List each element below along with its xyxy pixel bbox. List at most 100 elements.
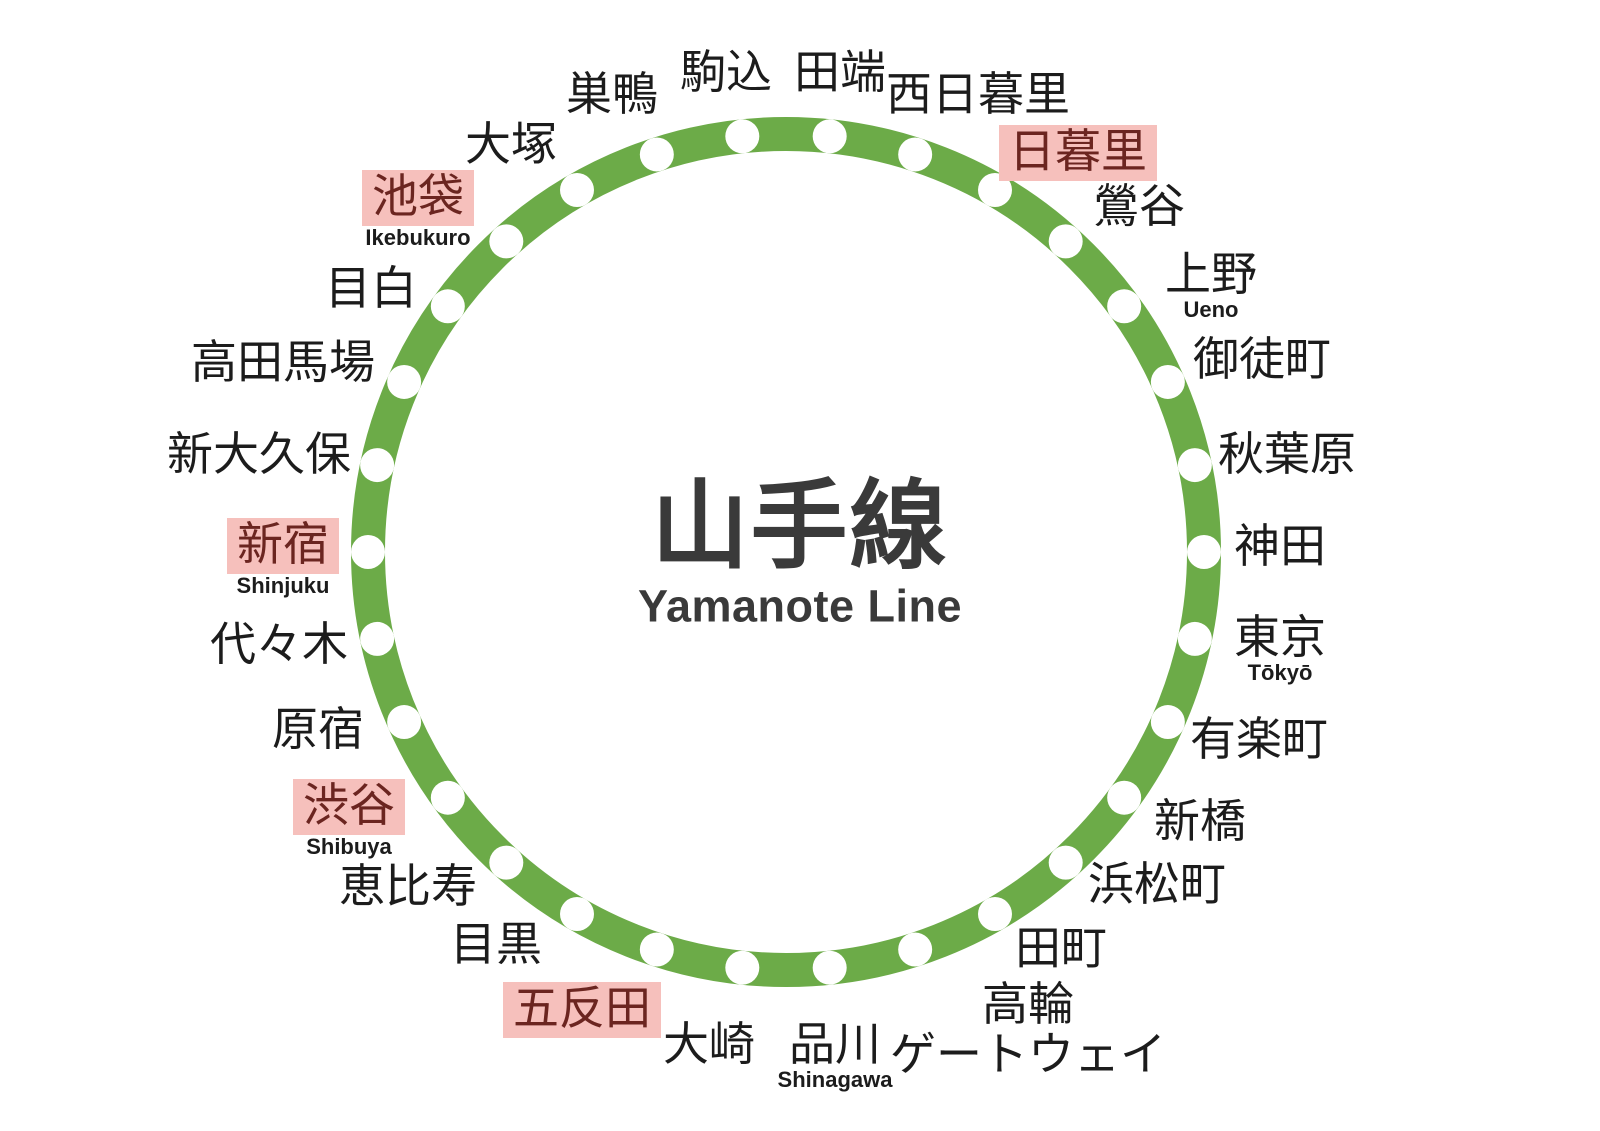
station-dot[interactable] (1150, 364, 1185, 399)
station-name-japanese: 目黒 (450, 918, 542, 970)
station-dot[interactable] (489, 845, 524, 880)
station-dot[interactable] (351, 535, 385, 569)
station-name-japanese: 新宿 (227, 518, 339, 574)
station-dot[interactable] (639, 137, 674, 172)
station-dot[interactable] (560, 173, 594, 207)
station-label[interactable]: 目白 (325, 262, 417, 314)
station-name-japanese: 新大久保 (167, 428, 351, 480)
station-dot[interactable] (430, 289, 465, 324)
station-label[interactable]: 恵比寿 (339, 860, 477, 912)
station-label[interactable]: 御徒町 (1193, 333, 1331, 385)
station-dot[interactable] (725, 119, 760, 154)
station-dot[interactable] (387, 364, 422, 399)
station-name-japanese: 田町 (1015, 922, 1107, 974)
station-label[interactable]: 巣鴨 (566, 68, 658, 120)
station-name-japanese: 日暮里 (999, 125, 1157, 181)
station-label[interactable]: 新橋 (1154, 795, 1246, 847)
station-dot[interactable] (1150, 705, 1185, 740)
station-name-romaji: Tōkyō (1247, 659, 1313, 685)
station-label[interactable]: 大塚 (465, 118, 557, 170)
station-name-japanese: 巣鴨 (566, 68, 658, 120)
station-label[interactable]: 原宿 (272, 704, 364, 755)
station-name-romaji: Shinagawa (777, 1066, 893, 1092)
station-name-japanese: 目白 (325, 262, 417, 314)
station-label[interactable]: 大崎 (663, 1018, 755, 1070)
station-name-japanese: 新橋 (1154, 795, 1246, 847)
station-name-japanese: 恵比寿 (339, 860, 477, 912)
station-label[interactable]: 高輪ゲートウェイ (890, 978, 1166, 1080)
station-name-japanese: 五反田 (503, 982, 661, 1038)
station-name-japanese: 秋葉原 (1218, 428, 1356, 480)
station-name-romaji: Ikebukuro (365, 224, 471, 250)
station-name-japanese: 神田 (1234, 520, 1326, 572)
station-name-romaji: Shinjuku (236, 572, 330, 598)
station-name-japanese: 東京 (1234, 611, 1326, 663)
station-dot[interactable] (1107, 780, 1142, 815)
station-dot[interactable] (898, 932, 933, 967)
station-label[interactable]: 有楽町 (1190, 713, 1328, 765)
station-label[interactable]: 田端 (794, 46, 886, 98)
station-dot[interactable] (1177, 448, 1212, 483)
station-dot[interactable] (1107, 289, 1142, 324)
station-dot[interactable] (489, 224, 524, 259)
station-name-japanese: 御徒町 (1193, 333, 1331, 385)
station-dot[interactable] (360, 448, 395, 483)
station-dot[interactable] (812, 950, 847, 985)
station-name-romaji: Ueno (1183, 296, 1239, 322)
station-name-japanese: 高田馬場 (191, 336, 375, 388)
station-dot[interactable] (978, 173, 1012, 207)
station-name-japanese: 西日暮里 (886, 68, 1070, 120)
station-label[interactable]: 日暮里 (999, 125, 1157, 181)
station-label[interactable]: 鶯谷 (1093, 180, 1185, 232)
station-name-japanese: 有楽町 (1190, 713, 1328, 765)
station-dots-group (351, 119, 1221, 985)
station-dot[interactable] (1177, 621, 1212, 656)
station-dot[interactable] (560, 897, 594, 931)
station-dot[interactable] (725, 950, 760, 985)
station-label[interactable]: 田町 (1015, 922, 1107, 974)
station-label[interactable]: 神田 (1234, 520, 1326, 572)
station-name-japanese: 大崎 (663, 1018, 755, 1070)
station-name-japanese-line2: ゲートウェイ (890, 1027, 1166, 1080)
station-label[interactable]: 新大久保 (167, 428, 351, 480)
station-dot[interactable] (1048, 224, 1083, 259)
station-name-japanese: 田端 (794, 46, 886, 98)
station-name-japanese: 品川 (788, 1018, 881, 1070)
station-name-japanese: 代々木 (210, 618, 348, 670)
station-label[interactable]: 浜松町 (1088, 858, 1226, 910)
station-dot[interactable] (978, 897, 1012, 931)
station-label[interactable]: 目黒 (450, 918, 542, 970)
station-label[interactable]: 西日暮里 (886, 68, 1070, 120)
station-name-japanese: 大塚 (465, 118, 557, 170)
station-name-japanese: 駒込 (680, 46, 772, 98)
station-dot[interactable] (360, 621, 395, 656)
station-dot[interactable] (387, 705, 422, 740)
station-name-japanese: 浜松町 (1088, 858, 1226, 910)
station-dot[interactable] (639, 932, 674, 967)
station-label[interactable]: 秋葉原 (1218, 428, 1356, 480)
station-dot[interactable] (430, 780, 465, 815)
station-name-japanese: 渋谷 (293, 779, 405, 835)
station-name-romaji: Shibuya (306, 833, 392, 859)
station-dot[interactable] (812, 119, 847, 154)
station-name-japanese: 上野 (1165, 248, 1257, 300)
station-label[interactable]: 駒込 (680, 46, 772, 98)
station-label[interactable]: 五反田 (503, 982, 661, 1038)
station-dot[interactable] (1187, 535, 1221, 569)
station-dot[interactable] (1048, 845, 1083, 880)
line-ring-path (351, 117, 1221, 987)
station-label[interactable]: 高田馬場 (191, 336, 375, 388)
station-name-japanese: 高輪 (982, 978, 1074, 1030)
station-dot[interactable] (898, 137, 933, 172)
station-name-japanese: 鶯谷 (1093, 180, 1185, 232)
station-label[interactable]: 代々木 (210, 618, 348, 670)
station-name-japanese: 池袋 (362, 170, 474, 226)
